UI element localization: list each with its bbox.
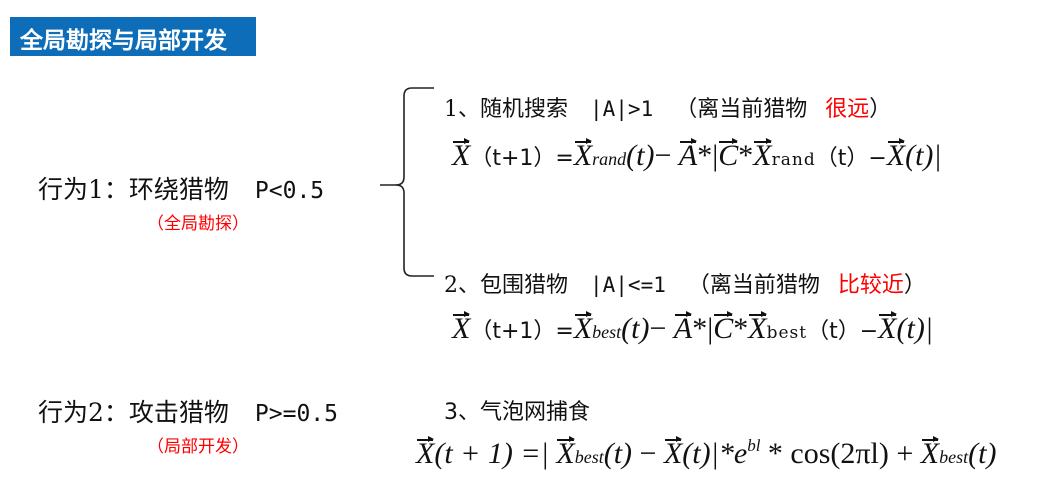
vector-c-icon: C [713, 311, 734, 345]
vector-c-icon: C [718, 138, 739, 172]
vector-x-icon: X [663, 436, 683, 470]
vector-a-icon: A [678, 138, 698, 172]
formula-term: *| [692, 312, 714, 345]
vector-x-icon: X [886, 138, 906, 172]
formula-term: − [859, 319, 879, 344]
formula-term: （t） [807, 319, 860, 344]
formula-term: （t+1） [470, 146, 556, 171]
item-1-condition: |A|>1 [590, 97, 654, 121]
curly-brace-icon [380, 87, 434, 277]
formula-term: = [555, 319, 574, 344]
vector-x-icon: X [452, 311, 471, 345]
behavior-1-subtitle: （全局勘探） [147, 214, 249, 234]
formula-term: (t) [968, 437, 997, 470]
item-1-title: 1、随机搜索 [444, 97, 568, 122]
formula-term: * [733, 312, 749, 345]
formula-subscript: best [766, 323, 808, 343]
vector-x-icon: X [452, 138, 471, 172]
formula-term: (t) [626, 139, 655, 172]
formula-subscript: best [592, 322, 622, 342]
vector-x-icon: X [573, 138, 593, 172]
formula-term: − [649, 312, 667, 345]
formula-subscript: rand [592, 149, 627, 169]
section-header-box [10, 17, 256, 56]
behavior-1-condition: P<0.5 [254, 178, 325, 204]
formula-term: (t)| [896, 312, 934, 345]
formula-term: (t) [621, 312, 650, 345]
vector-x-icon: X [748, 311, 767, 345]
vector-x-icon: X [573, 311, 593, 345]
item-2-formula: X（t+1）=Xbest(t)− A*|C*Xbest（t）−X(t)| [452, 311, 934, 346]
formula-subscript: best [939, 447, 969, 467]
formula-term: (t + 1) =| [434, 437, 549, 470]
behavior-1-label: 行为1：环绕猎物 [38, 175, 229, 204]
formula-term: − [868, 146, 887, 171]
formula-term: * [738, 139, 754, 172]
behavior-2-condition: P>=0.5 [254, 401, 339, 427]
section-title: 全局勘探与局部开发 [20, 28, 227, 54]
vector-a-icon: A [673, 311, 693, 345]
item-2-condition: |A|<=1 [590, 273, 666, 297]
formula-term: (t)| [905, 139, 942, 172]
item-2-title: 2、包围猎物 [444, 273, 568, 298]
formula-term: （t+1） [470, 319, 556, 344]
item-3-title: 3、气泡网捕食 [444, 400, 590, 425]
vector-x-icon: X [878, 311, 897, 345]
formula-term: *| [697, 139, 719, 172]
behavior-2-subtitle: （局部开发） [147, 437, 249, 457]
formula-term: (t)|*e [682, 437, 748, 470]
formula-term: = [555, 146, 574, 171]
item-2-note-prefix: （离当前猎物 [687, 273, 820, 298]
formula-term: （t） [815, 146, 869, 171]
vector-x-icon: X [753, 138, 772, 172]
vector-x-icon: X [920, 436, 940, 470]
vector-x-icon: X [556, 436, 576, 470]
item-2-note-highlight: 比较近 [837, 273, 904, 298]
item-2-title-line: 2、包围猎物 |A|<=1 （离当前猎物比较近） [444, 267, 926, 299]
item-1-note-highlight: 很远 [825, 97, 870, 122]
behavior-2: 行为2：攻击猎物 P>=0.5 [38, 393, 338, 429]
formula-term: − [654, 139, 672, 172]
item-1-note-prefix: （离当前猎物 [675, 97, 808, 122]
formula-subscript: best [574, 447, 604, 467]
formula-subscript: rand [771, 150, 816, 170]
item-2-note-suffix: ） [903, 273, 926, 298]
formula-term: * cos(2πl) + [760, 437, 921, 470]
vector-x-icon: X [416, 436, 435, 470]
formula-term: (t) [603, 437, 633, 470]
item-3-formula: X(t + 1) =| Xbest(t) − X(t)|*ebl * cos(2… [416, 436, 996, 471]
behavior-2-label: 行为2：攻击猎物 [38, 398, 229, 427]
formula-superscript: bl [747, 436, 761, 455]
formula-term: − [632, 437, 664, 470]
behavior-1: 行为1：环绕猎物 P<0.5 [38, 170, 324, 206]
item-1-note-suffix: ） [869, 97, 892, 122]
item-1-title-line: 1、随机搜索 |A|>1 （离当前猎物很远） [444, 91, 891, 123]
item-1-formula: X（t+1）=Xrand(t)− A*|C*Xrand（t）−X(t)| [452, 138, 942, 173]
